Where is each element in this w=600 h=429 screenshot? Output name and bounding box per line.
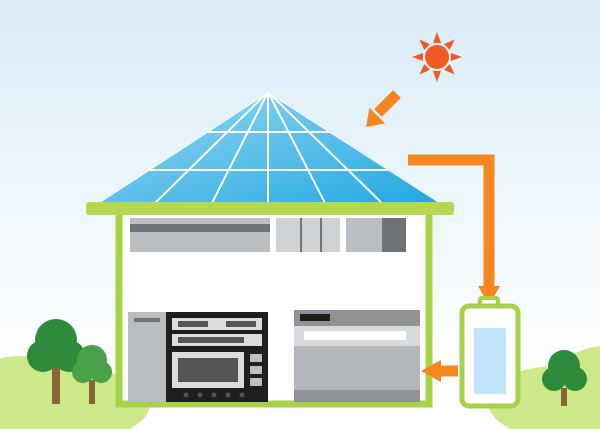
panel-grid-line (209, 92, 269, 207)
panel-grid-line (267, 92, 328, 207)
second-floor-panels (130, 218, 406, 252)
solar-panel-roof (86, 92, 454, 215)
cabinet-side (128, 312, 166, 402)
arrow-head (478, 286, 500, 305)
display-segment (178, 337, 244, 343)
control-dot (239, 392, 245, 398)
window-mullion (300, 218, 302, 252)
sun-ray (451, 53, 462, 61)
display-segment (178, 321, 208, 327)
tree-foliage (27, 340, 59, 372)
arrow-head (366, 107, 386, 127)
tree-foliage (563, 367, 587, 391)
dishwasher-kickplate (294, 390, 420, 402)
sun (412, 32, 462, 82)
tree-foliage (72, 361, 94, 383)
panel-grid-line (150, 92, 269, 207)
microwave-button (250, 366, 262, 374)
upper-panel-left (130, 218, 270, 252)
sun-ray (419, 64, 430, 75)
tree-foliage (90, 361, 112, 383)
dishwasher-door (294, 346, 420, 390)
upper-panel-right-dark (382, 218, 406, 252)
tree-foliage (542, 367, 566, 391)
microwave-window (178, 358, 238, 382)
arrow-shaft (408, 154, 495, 288)
arrow-sun-to-roof (366, 90, 401, 127)
tree-right (542, 350, 587, 406)
control-dot (183, 392, 189, 398)
sun-ray (412, 53, 423, 61)
arrow-head (421, 360, 441, 382)
sun-ray (419, 39, 430, 50)
upper-panel-left-vent (130, 224, 270, 232)
arrow-shaft (374, 90, 401, 117)
sun-ray (444, 39, 455, 50)
tree-left-small (72, 345, 112, 404)
control-dot (197, 392, 203, 398)
upper-panel-middle (276, 218, 340, 252)
appliance-dishwasher (294, 310, 420, 402)
sun-ray (433, 71, 441, 82)
appliance-oven-unit (128, 312, 268, 402)
tree-trunk (89, 380, 95, 404)
control-dot (211, 392, 217, 398)
dishwasher-slot (300, 314, 330, 321)
house (115, 207, 433, 408)
display-segment (226, 321, 256, 327)
panel-grid-line (267, 92, 387, 207)
dishwasher-handle (304, 331, 406, 340)
microwave-button (250, 354, 262, 362)
roof-eave (86, 202, 454, 215)
sun-ray (433, 32, 441, 43)
arrow-battery-to-appliances (421, 360, 458, 382)
storage-battery (459, 296, 521, 409)
sun-ray (444, 64, 455, 75)
tree-trunk (52, 366, 60, 404)
cabinet-handle (134, 318, 160, 322)
battery-charge-level (474, 328, 506, 394)
window-mullion (320, 218, 322, 252)
control-dot (225, 392, 231, 398)
arrow-roof-to-battery (408, 154, 500, 305)
tree-trunk (561, 388, 567, 406)
microwave-button (250, 378, 262, 386)
sun-rays (412, 32, 462, 82)
sun-disc (425, 45, 449, 69)
